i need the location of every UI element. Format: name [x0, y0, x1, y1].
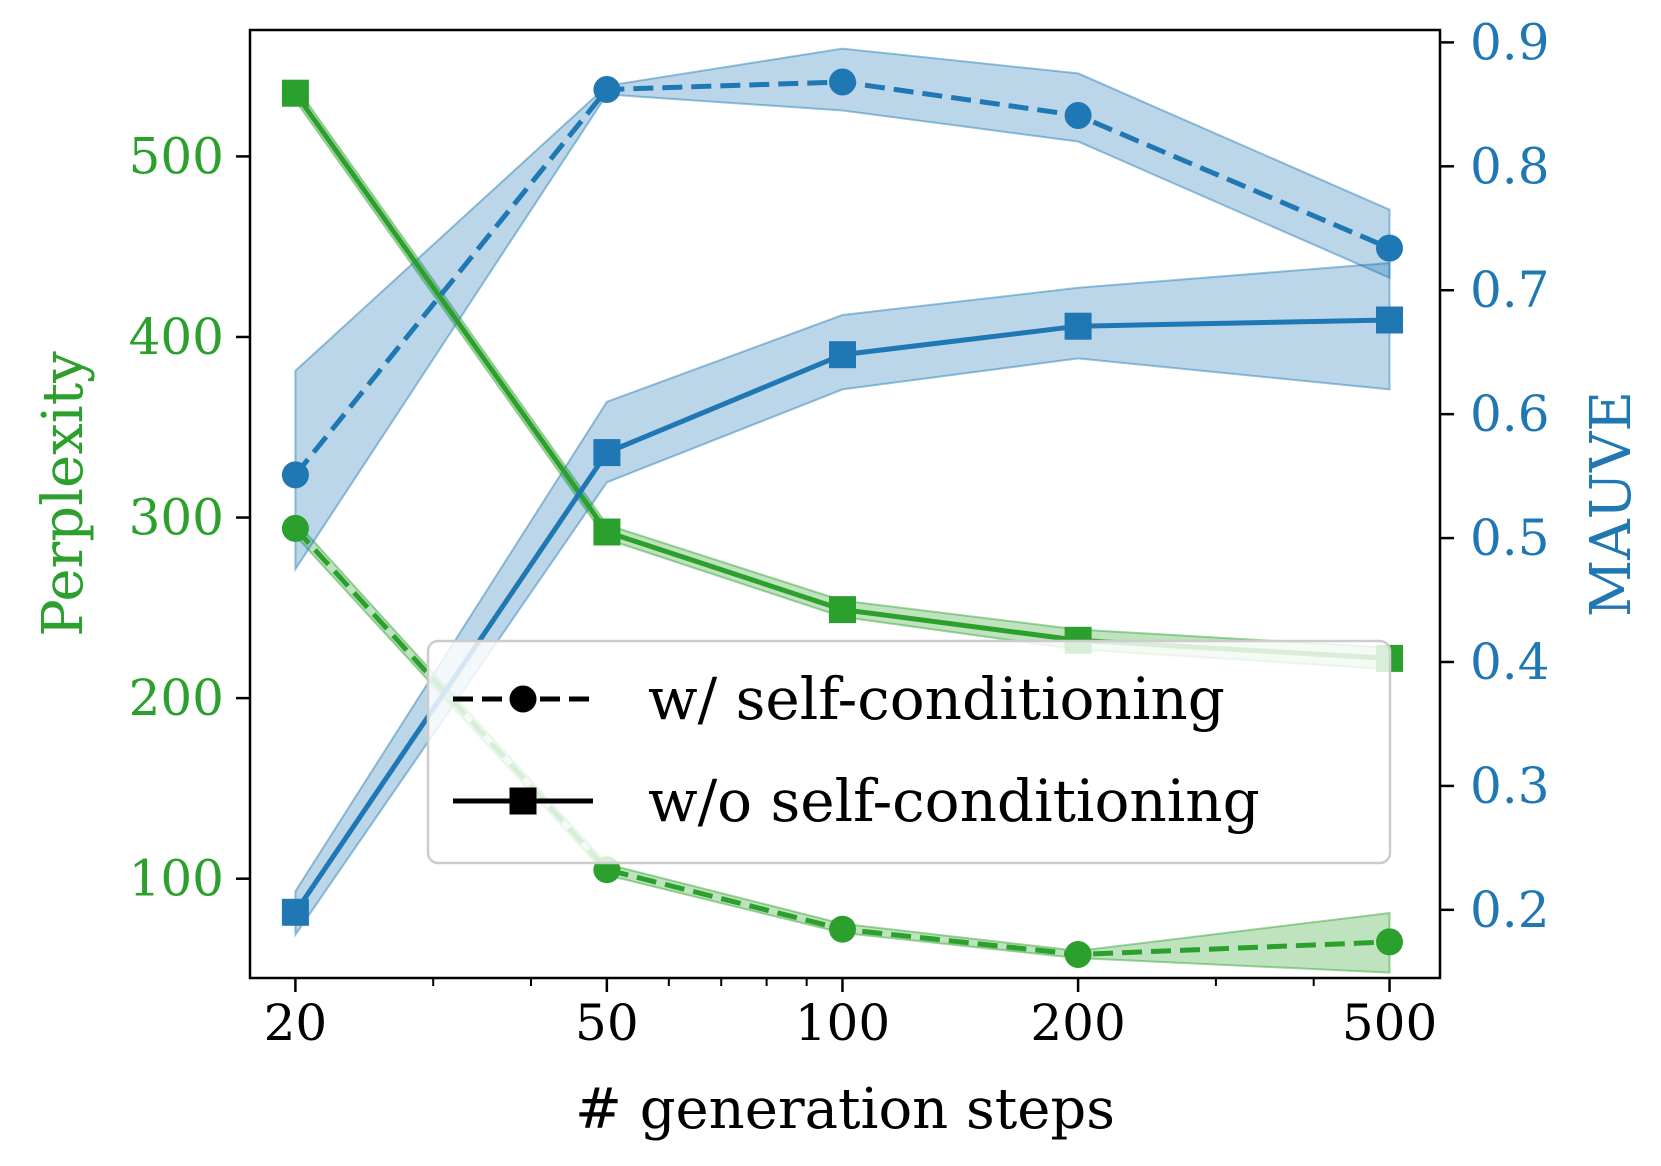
y-right-tick-label: 0.9 — [1470, 13, 1550, 71]
y-left-axis-title: Perplexity — [31, 351, 96, 637]
perplexity-without-sc-point — [829, 596, 856, 624]
mauve-with-sc-point — [281, 461, 309, 489]
y-left-tick-label: 400 — [129, 308, 224, 366]
perplexity-without-sc-point — [593, 518, 621, 546]
x-tick-label: 200 — [1030, 994, 1125, 1052]
plot-frame — [248, 28, 1442, 980]
legend-box — [426, 639, 1392, 865]
y-left-tick-label: 300 — [129, 489, 224, 547]
perplexity-with-sc-point — [1376, 928, 1403, 956]
y-right-tick-label: 0.7 — [1470, 261, 1550, 319]
perplexity-with-sc-point — [1064, 941, 1092, 968]
legend-label: w/o self-conditioning — [648, 767, 1260, 835]
legend-handle-marker — [509, 787, 537, 815]
mauve-with-sc-point — [1376, 234, 1403, 262]
legend: w/ self-conditioning w/o self-conditionin… — [426, 639, 1392, 865]
legend-label: w/ self-conditioning — [648, 665, 1225, 733]
mauve-with-sc-point — [829, 68, 856, 96]
x-tick-label: 20 — [264, 994, 328, 1052]
mauve-without-sc-point — [281, 898, 309, 926]
mauve-without-sc-point — [829, 341, 856, 369]
y-left-tick-label: 100 — [129, 850, 224, 908]
perplexity-without-sc-point — [281, 79, 309, 107]
y-right-tick-label: 0.2 — [1470, 881, 1550, 939]
axes: 20 50 100 200 500 100 200 300 400 500 0.2 0.3 0.4 0.5… — [31, 13, 1644, 1142]
y-right-tick-label: 0.6 — [1470, 385, 1550, 443]
x-tick-label: 50 — [575, 994, 639, 1052]
x-tick-label: 500 — [1342, 994, 1437, 1052]
y-right-axis-title: MAUVE — [1579, 391, 1644, 617]
y-right-tick-label: 0.8 — [1470, 137, 1550, 195]
perplexity-with-sc-point — [829, 915, 856, 943]
x-axis-title: # generation steps — [575, 1077, 1115, 1142]
perplexity-with-sc-point — [281, 514, 309, 542]
mauve-with-sc-band — [294, 47, 1391, 573]
mauve-without-sc-point — [1064, 312, 1092, 340]
mauve-without-sc-point — [593, 439, 621, 467]
mauve-without-sc-point — [1376, 306, 1403, 334]
y-left-tick-label: 500 — [129, 127, 224, 185]
y-right-tick-label: 0.4 — [1470, 633, 1550, 691]
legend-handle-marker — [509, 685, 537, 713]
y-right-tick-label: 0.3 — [1470, 757, 1550, 815]
mauve-with-sc-point — [1064, 102, 1092, 129]
y-right-tick-label: 0.5 — [1470, 509, 1550, 567]
mauve-without-sc-band — [294, 261, 1391, 938]
x-tick-label: 100 — [795, 994, 890, 1052]
mauve-with-sc-point — [593, 76, 621, 103]
y-left-tick-label: 200 — [129, 669, 224, 727]
